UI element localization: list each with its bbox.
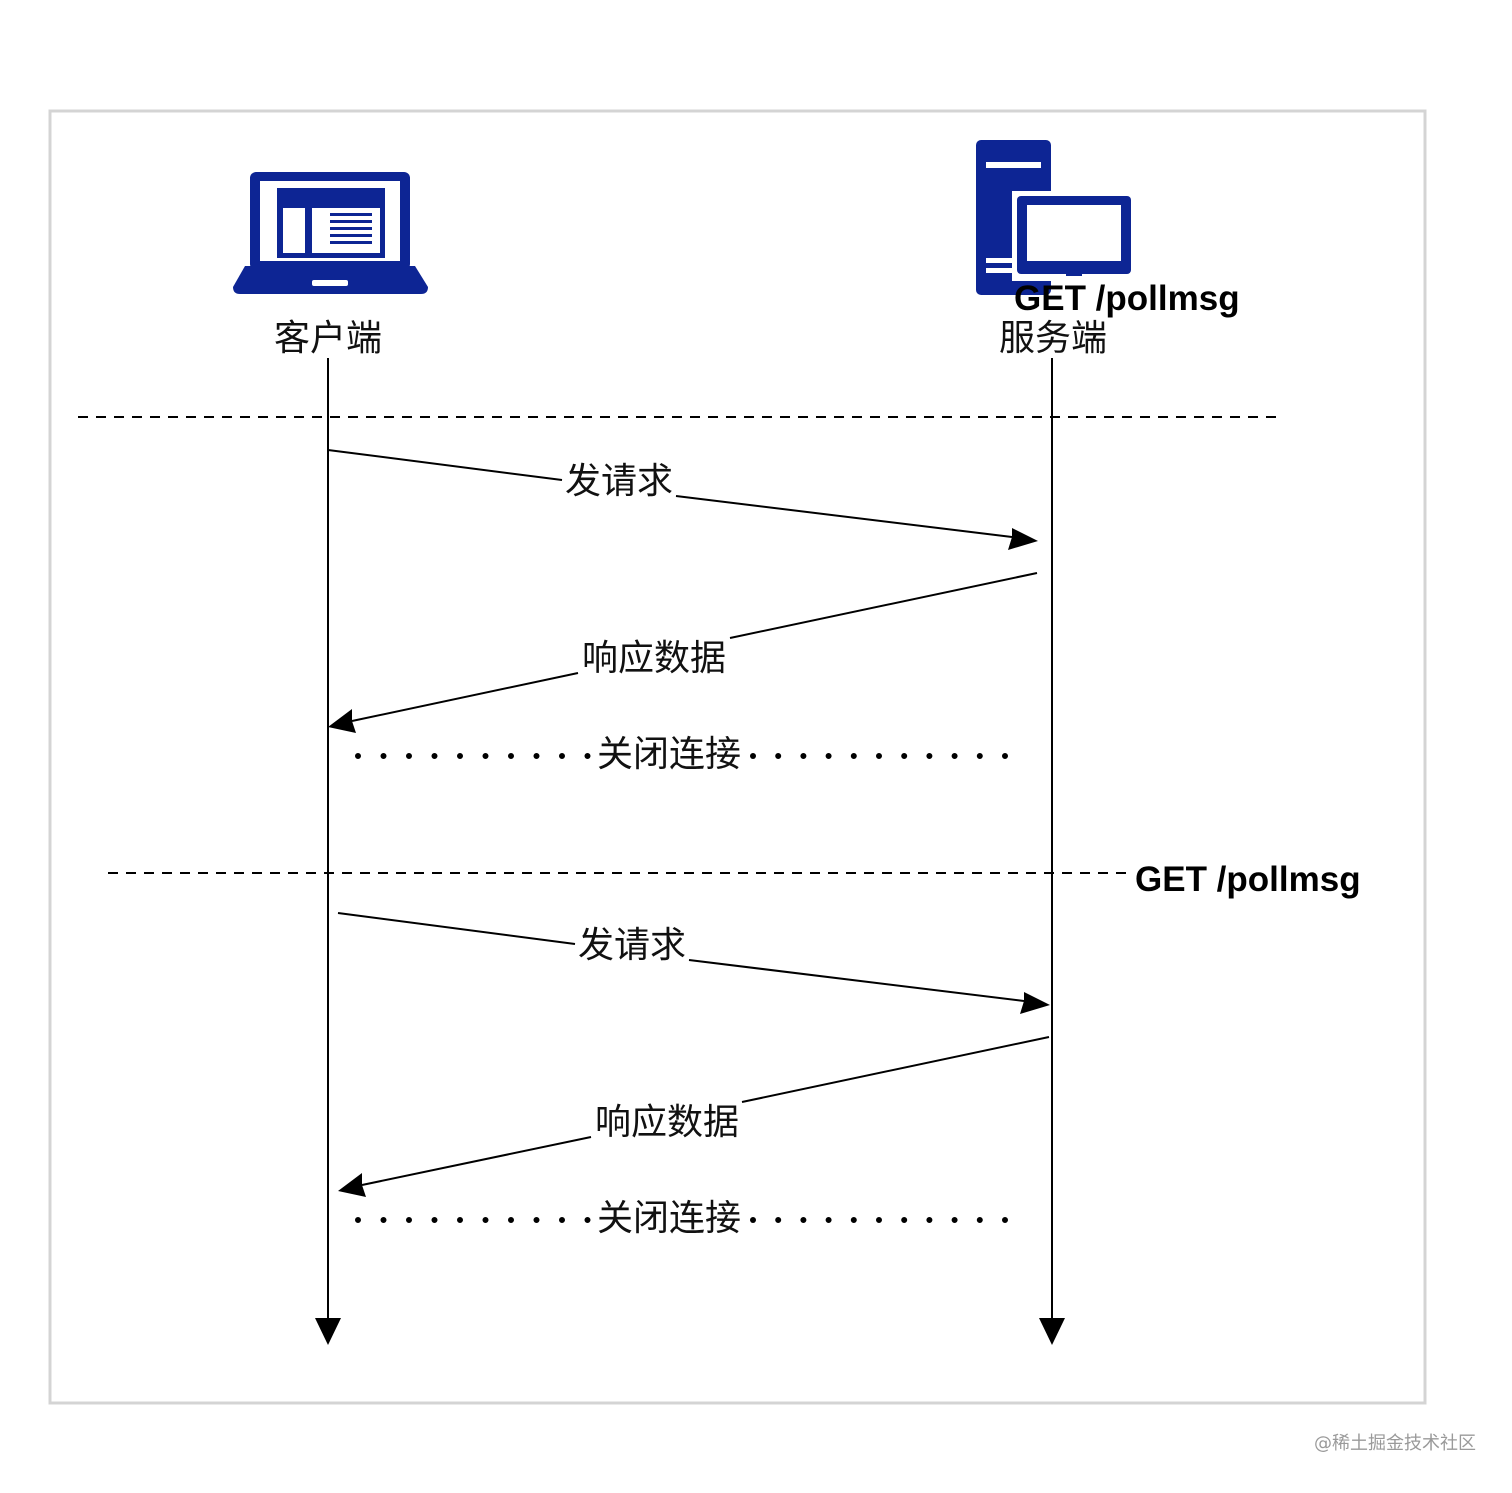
round-1-request-arrowhead: [1008, 528, 1038, 550]
round-1-get-label: GET /pollmsg: [1014, 279, 1240, 318]
round-1: GET /pollmsg 发请求 响应数据 关闭连接: [78, 279, 1280, 775]
watermark-text: @稀土掘金技术社区: [1314, 1433, 1476, 1454]
round-2: GET /pollmsg 发请求 响应数据 关闭连接: [108, 860, 1361, 1239]
round-1-response-arrowhead: [328, 709, 356, 733]
round-2-get-label: GET /pollmsg: [1135, 860, 1361, 899]
round-1-response-label: 响应数据: [582, 638, 726, 679]
server-label: 服务端: [999, 318, 1107, 359]
round-1-request-arrow: [327, 449, 1013, 538]
client-label: 客户端: [274, 318, 382, 359]
round-2-response-arrow: [361, 1036, 1050, 1186]
round-2-close-label: 关闭连接: [597, 1198, 741, 1239]
round-2-request-arrow: [337, 912, 1025, 1002]
round-2-response-label: 响应数据: [595, 1102, 739, 1143]
client-lifeline-arrowhead: [315, 1318, 341, 1345]
round-2-request-arrowhead: [1020, 992, 1050, 1014]
laptop-icon: [233, 172, 428, 294]
round-2-response-arrowhead: [338, 1173, 366, 1197]
round-1-close-label: 关闭连接: [597, 734, 741, 775]
server-lifeline-arrowhead: [1039, 1318, 1065, 1345]
round-1-request-label: 发请求: [565, 461, 673, 502]
server-desktop-icon: [976, 140, 1136, 295]
round-1-response-arrow: [351, 572, 1038, 722]
round-2-request-label: 发请求: [578, 925, 686, 966]
diagram-frame: [48, 109, 1427, 1405]
